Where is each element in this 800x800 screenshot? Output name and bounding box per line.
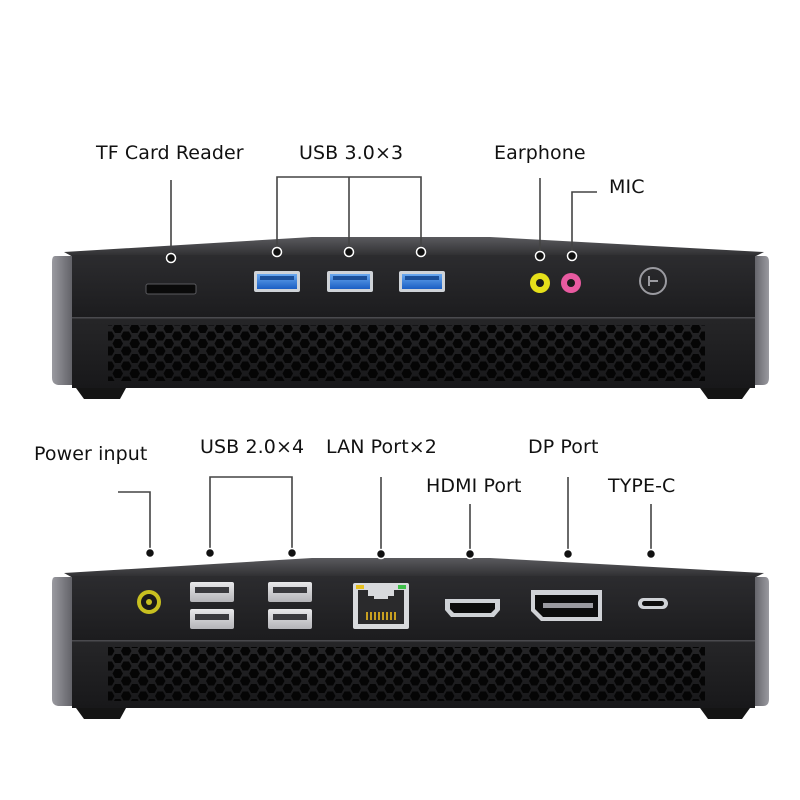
- foot-left: [76, 388, 126, 399]
- label-earphone: Earphone: [494, 142, 586, 164]
- label-usb20: USB 2.0×4: [200, 436, 305, 458]
- usb20-port-2: [268, 582, 312, 602]
- dp-port: [531, 590, 602, 621]
- bottom-leader-dots: [144, 547, 657, 560]
- usb20-port-3: [190, 609, 234, 629]
- device-top-edge: [64, 237, 764, 258]
- device-side-right: [752, 256, 769, 385]
- label-typec: TYPE-C: [608, 475, 676, 497]
- usb30-port-2: [327, 271, 373, 292]
- lan-port: [353, 583, 409, 629]
- front-panel-device: [52, 237, 769, 399]
- device-side-left-rear: [52, 577, 75, 706]
- label-power-input: Power input: [34, 443, 148, 465]
- device-side-right-rear: [752, 577, 769, 706]
- label-mic: MIC: [609, 176, 645, 198]
- label-usb30: USB 3.0×3: [299, 142, 404, 164]
- rear-panel-device: [52, 558, 769, 719]
- foot-right: [700, 388, 750, 399]
- bottom-leader-lines: [118, 476, 652, 553]
- power-input-jack: [137, 590, 161, 614]
- label-lan: LAN Port×2: [326, 436, 437, 458]
- label-hdmi: HDMI Port: [426, 475, 522, 497]
- device-top-edge-rear: [64, 558, 764, 579]
- usb30-port-1: [254, 271, 300, 292]
- top-leader-dots: [165, 246, 578, 264]
- label-tf-card-reader: TF Card Reader: [96, 142, 244, 164]
- earphone-jack: [530, 273, 550, 293]
- usb20-port-1: [190, 582, 234, 602]
- foot-right-rear: [700, 708, 750, 719]
- typec-port: [638, 598, 668, 609]
- device-side-left: [52, 256, 75, 385]
- mic-jack: [561, 273, 581, 293]
- top-leader-lines: [170, 176, 597, 257]
- foot-left-rear: [76, 708, 126, 719]
- power-button-icon: [639, 267, 667, 295]
- usb30-port-3: [399, 271, 445, 292]
- label-dp: DP Port: [528, 436, 599, 458]
- usb20-port-4: [268, 609, 312, 629]
- hdmi-port: [445, 599, 500, 617]
- tf-card-slot: [145, 283, 197, 295]
